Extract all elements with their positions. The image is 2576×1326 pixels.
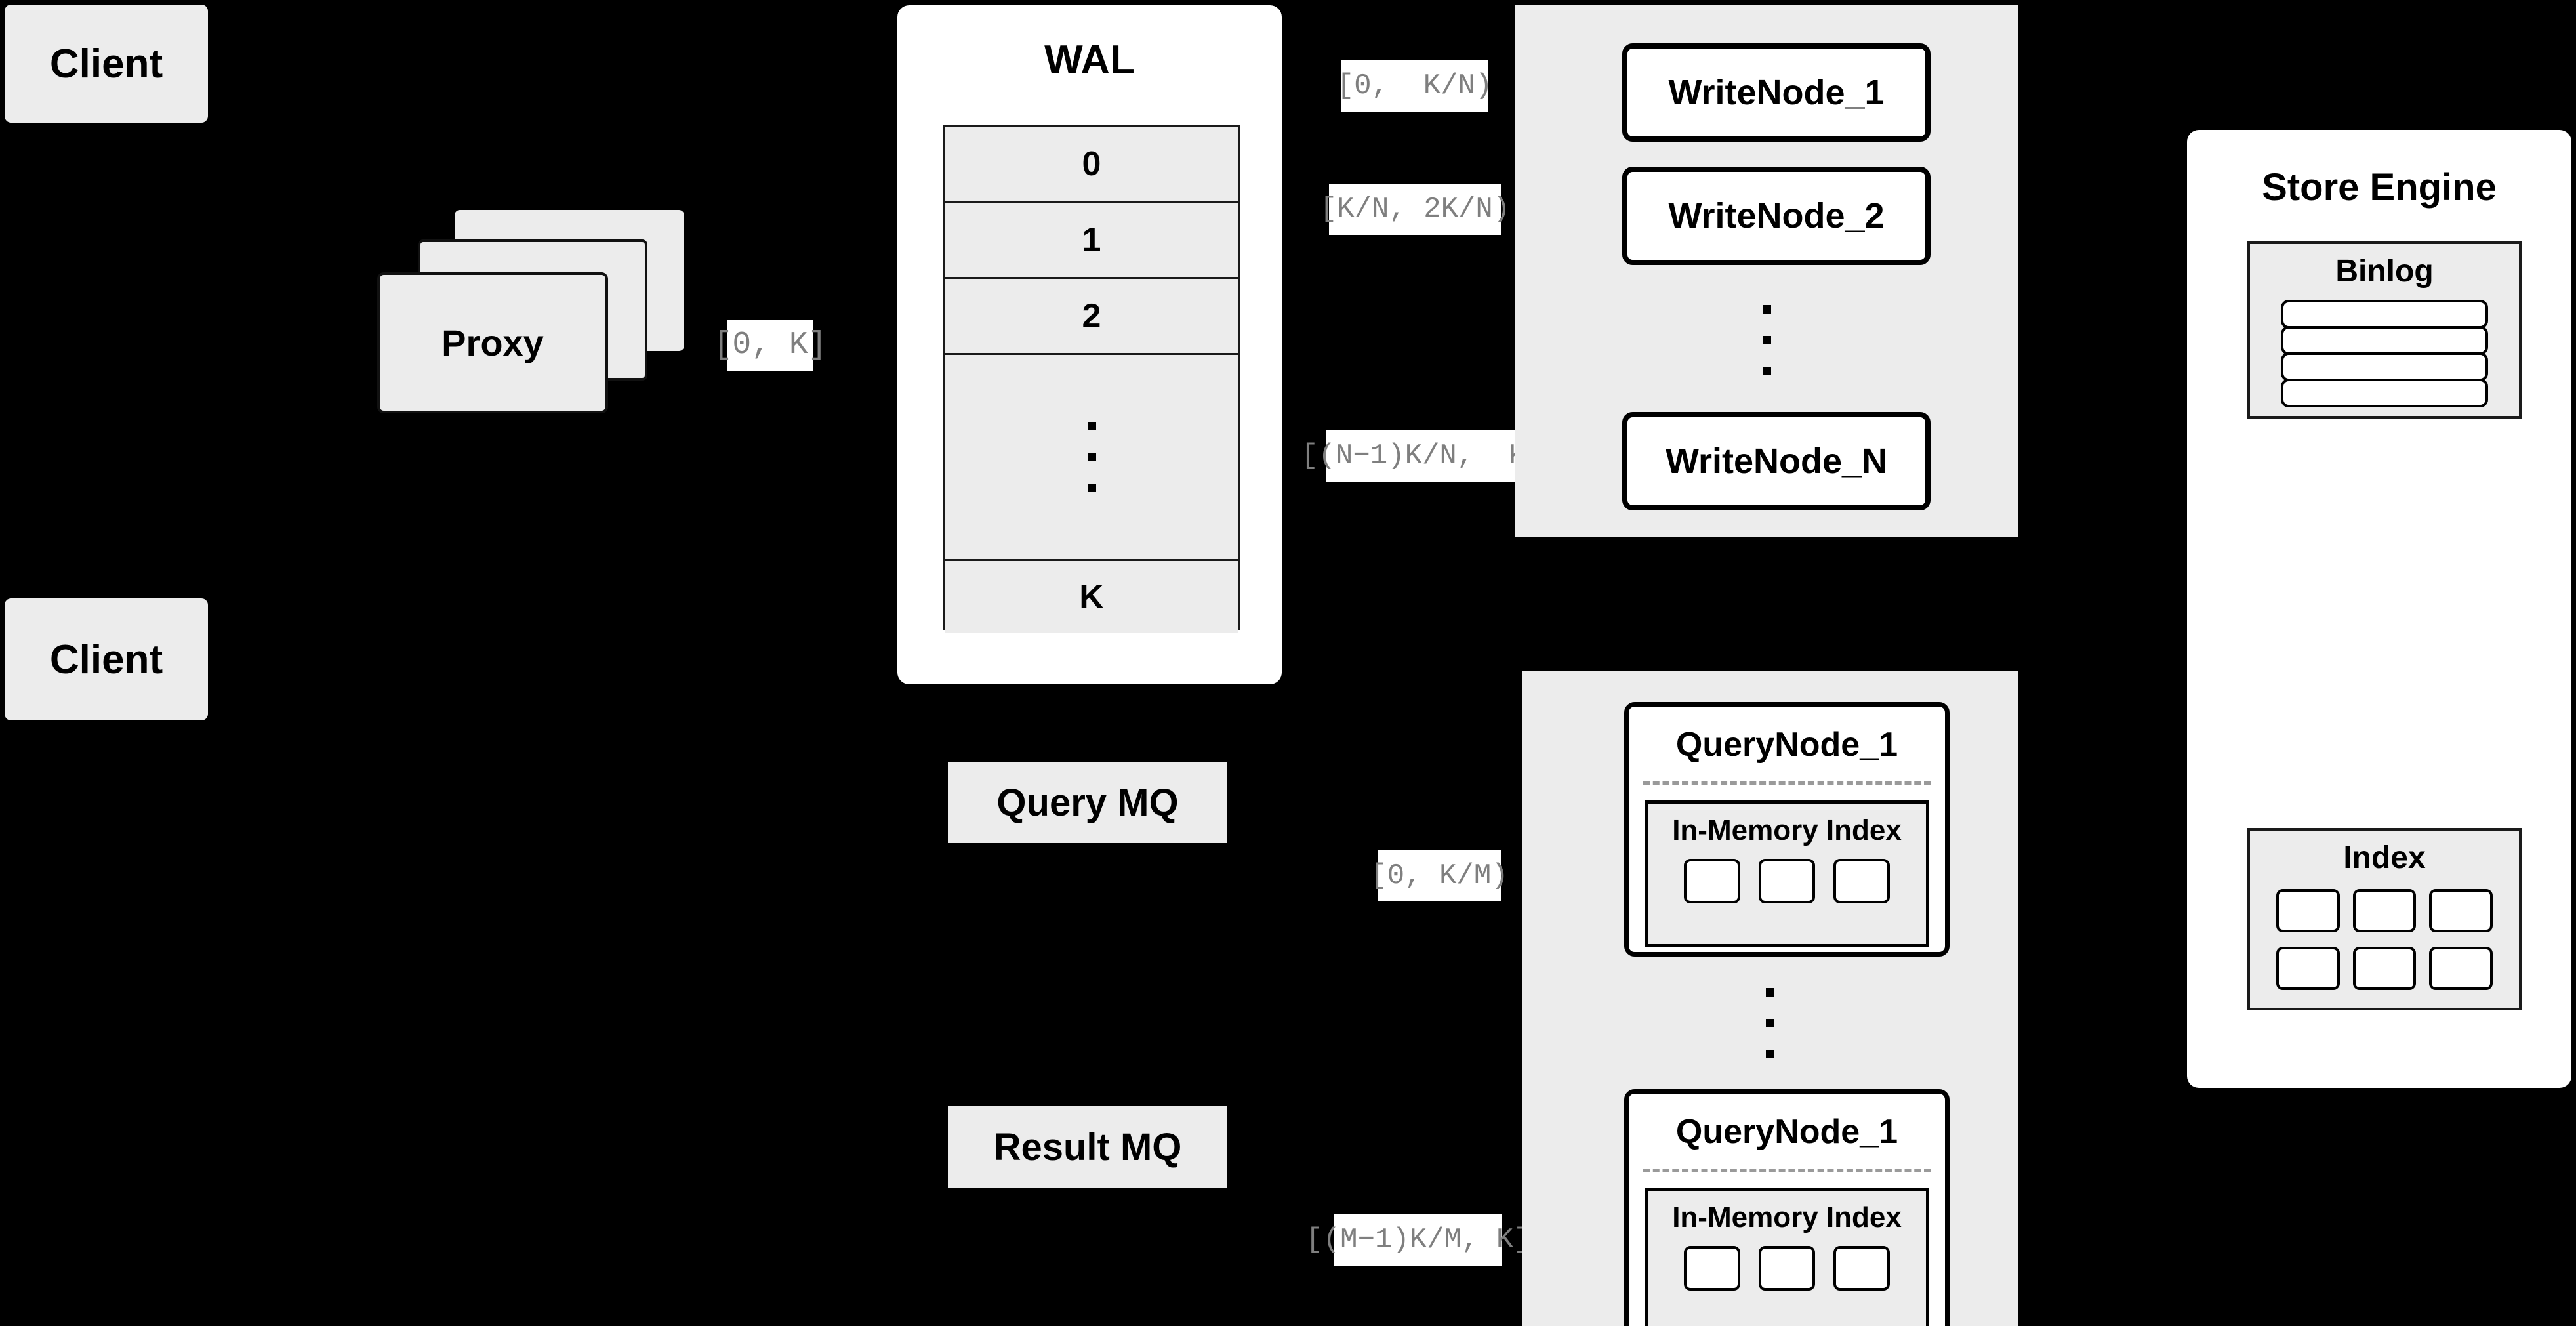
index-cell[interactable] (2276, 947, 2340, 990)
proxy-card-front[interactable]: Proxy (377, 272, 608, 413)
in-memory-index-cells-m (1648, 1246, 1926, 1291)
write-range-label-2: [K/N, 2K/N) (1320, 184, 1510, 235)
index-cell[interactable] (2352, 947, 2417, 990)
querynode-label-1: QueryNode_1 (1675, 726, 1898, 764)
binlog-segment[interactable] (2281, 352, 2488, 381)
result-mq-label: Result MQ (993, 1125, 1182, 1169)
writenode-label-2: WriteNode_2 (1668, 196, 1885, 236)
write-range-label-n: [(N−1)K/N, K] (1301, 430, 1544, 482)
index-cell[interactable] (1684, 859, 1740, 903)
proxy-label: Proxy (441, 322, 544, 363)
proxy-range-text: [0, K] (713, 327, 827, 363)
query-mq-label: Query MQ (996, 781, 1179, 824)
querynode-label-m: QueryNode_1 (1675, 1113, 1898, 1151)
index-cell[interactable] (1833, 859, 1890, 903)
index-cell[interactable] (2429, 889, 2493, 932)
index-cell[interactable] (2276, 889, 2340, 932)
store-engine-panel: Store Engine Binlog Index (2187, 130, 2571, 1088)
result-mq-box[interactable]: Result MQ (946, 1104, 1229, 1190)
in-memory-index-cells-1 (1648, 859, 1926, 903)
write-range-label-1: [0, K/N) (1337, 60, 1492, 112)
index-cell[interactable] (1759, 1246, 1815, 1291)
binlog-title: Binlog (2335, 254, 2434, 289)
in-memory-index-title-1: In-Memory Index (1672, 814, 1902, 846)
query-mq-box[interactable]: Query MQ (946, 760, 1229, 845)
wal-entry[interactable]: 0 (945, 127, 1238, 203)
wal-entry-last[interactable]: K (945, 561, 1238, 633)
index-cell[interactable] (1684, 1246, 1740, 1291)
writenode-label-1: WriteNode_1 (1668, 73, 1885, 112)
wal-title: WAL (1044, 37, 1135, 83)
client-box-1[interactable]: Client (5, 5, 208, 123)
wal-entry-ellipsis (945, 355, 1238, 561)
query-cluster-panel: QueryNode_1 In-Memory Index QueryNode_1 (1522, 671, 2018, 1326)
query-range-label-m: [(M−1)K/M, K] (1305, 1214, 1531, 1266)
wal-panel: WAL 0 1 2 K (897, 5, 1282, 684)
in-memory-index-title-m: In-Memory Index (1672, 1201, 1902, 1233)
query-range-label-1: [0, K/M) (1370, 850, 1509, 901)
index-cell[interactable] (2429, 947, 2493, 990)
write-cluster-panel: WriteNode_1 WriteNode_2 WriteNode_N (1515, 5, 2018, 537)
wal-entry-list: 0 1 2 K (943, 125, 1240, 633)
client-label-2: Client (49, 636, 163, 682)
binlog-segment[interactable] (2281, 300, 2488, 329)
writenode-box-n[interactable]: WriteNode_N (1622, 412, 1931, 510)
in-memory-index-1: In-Memory Index (1645, 800, 1929, 947)
binlog-segment[interactable] (2281, 326, 2488, 355)
query-cluster-ellipsis-icon (1522, 967, 2018, 1079)
index-box[interactable]: Index (2247, 828, 2522, 1010)
querynode-box-1[interactable]: QueryNode_1 In-Memory Index (1624, 702, 1950, 957)
index-title: Index (2343, 840, 2426, 875)
querynode-divider-m (1643, 1169, 1931, 1172)
querynode-divider-1 (1643, 781, 1931, 785)
index-cell[interactable] (2352, 889, 2417, 932)
writenode-box-1[interactable]: WriteNode_1 (1622, 43, 1931, 142)
client-label-1: Client (49, 41, 163, 87)
proxy-stack[interactable]: Proxy (377, 210, 685, 433)
in-memory-index-m: In-Memory Index (1645, 1188, 1929, 1326)
binlog-segments (2281, 300, 2488, 407)
store-engine-title: Store Engine (2262, 166, 2497, 209)
vertical-ellipsis-icon (1087, 422, 1096, 492)
binlog-segment[interactable] (2281, 379, 2488, 407)
binlog-box[interactable]: Binlog (2247, 241, 2522, 419)
proxy-range-label: [0, K] (714, 320, 827, 371)
index-cell[interactable] (1833, 1246, 1890, 1291)
index-cell-grid (2276, 889, 2493, 990)
writenode-label-n: WriteNode_N (1665, 442, 1888, 481)
client-box-2[interactable]: Client (5, 598, 208, 720)
writenode-box-2[interactable]: WriteNode_2 (1622, 167, 1931, 265)
index-cell[interactable] (1759, 859, 1815, 903)
wal-entry[interactable]: 1 (945, 203, 1238, 279)
querynode-box-m[interactable]: QueryNode_1 In-Memory Index (1624, 1089, 1950, 1326)
wal-entry[interactable]: 2 (945, 279, 1238, 355)
write-cluster-ellipsis-icon (1515, 281, 2018, 399)
